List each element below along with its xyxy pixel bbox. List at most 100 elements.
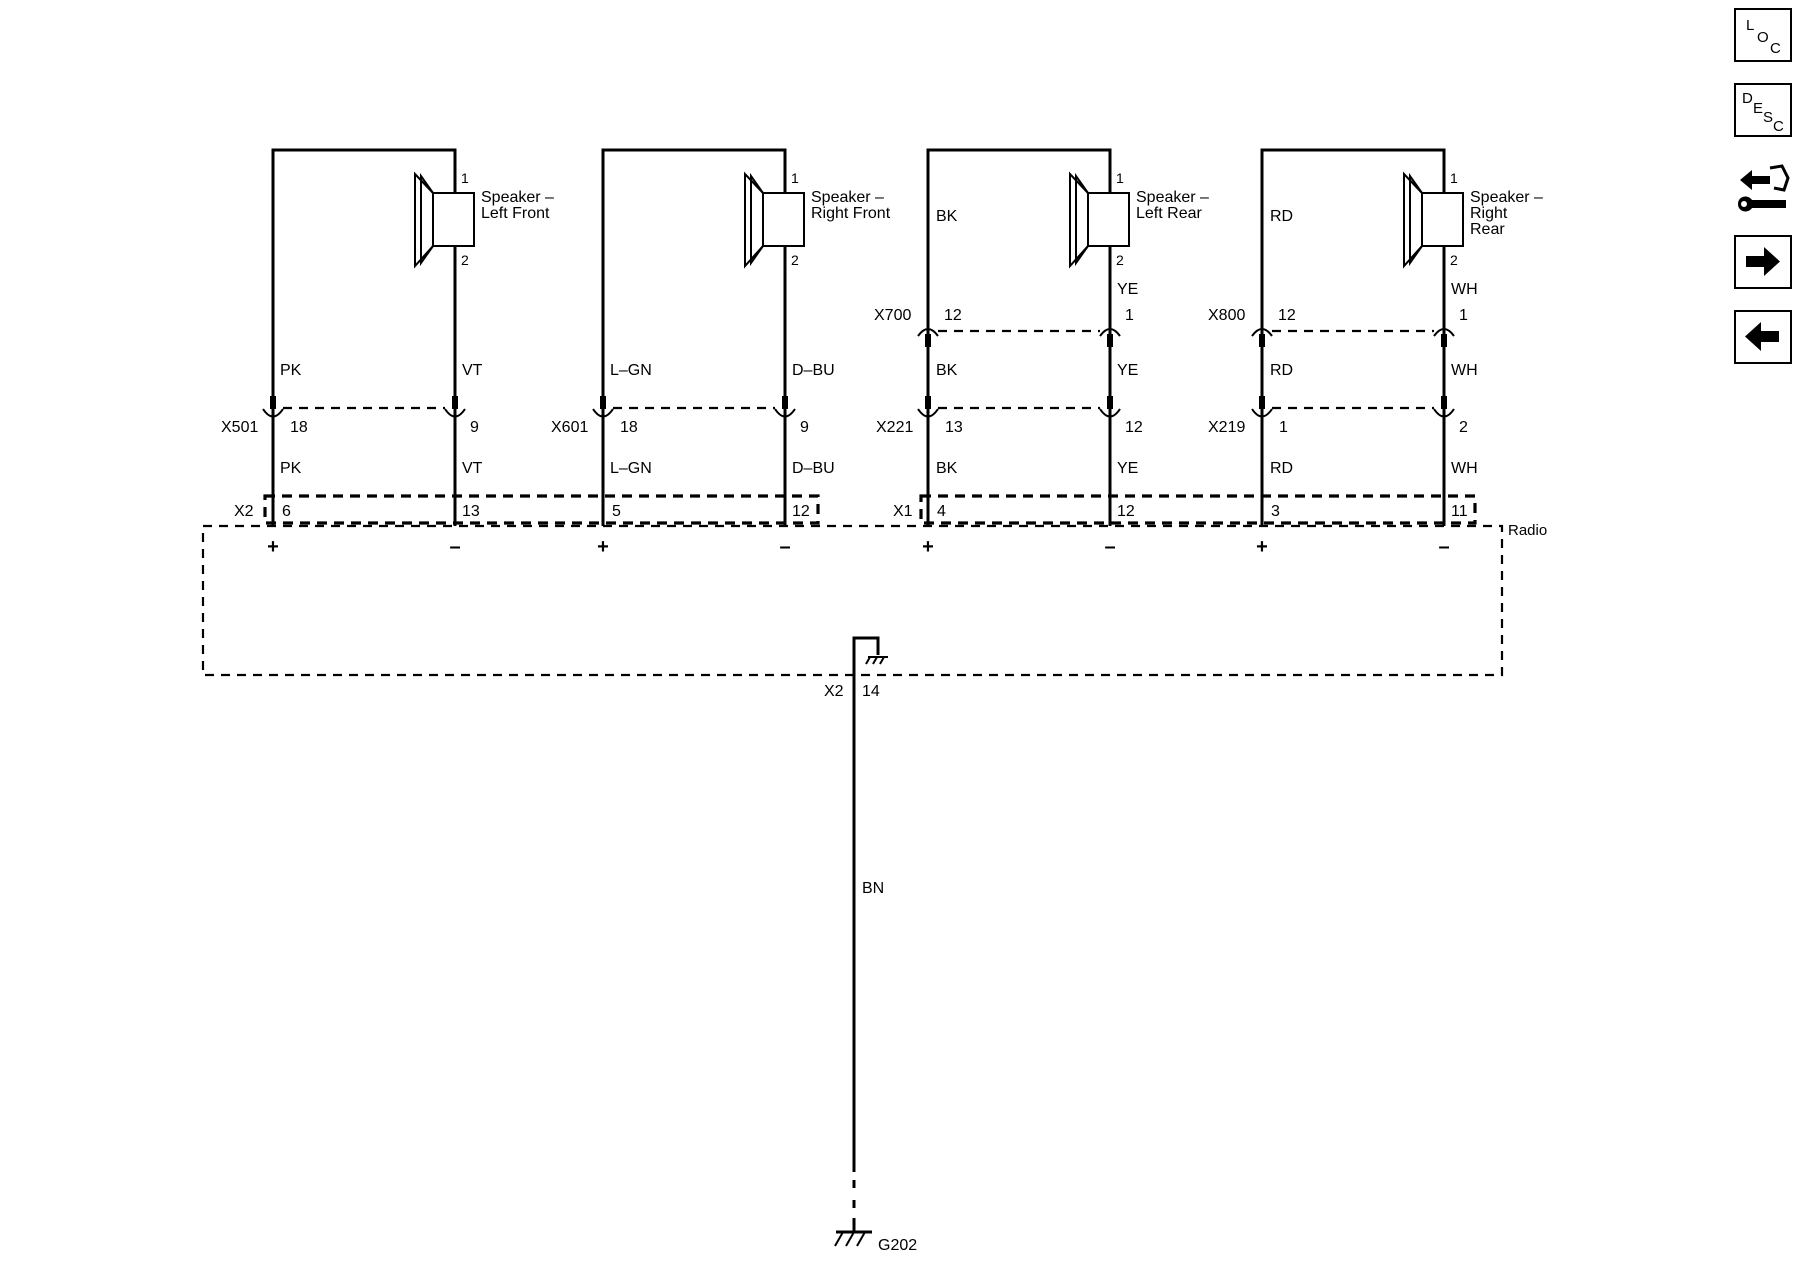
speaker-left-front-icon [414, 171, 475, 269]
speaker-right-front-pin-1: 1 [791, 170, 799, 186]
wire-color-lr-pos-upper: BK [936, 208, 958, 225]
ground-wire-color: BN [862, 880, 884, 897]
wire-color-rf-neg-mid: D–BU [792, 362, 835, 379]
connector-x800-symbol [1251, 328, 1455, 347]
polarity-rf-neg: – [779, 536, 790, 558]
connector-x700-label: X700 [874, 307, 911, 324]
desc-button[interactable]: D E S C [1734, 83, 1792, 137]
speaker-right-rear-name-line-2: Right [1470, 205, 1508, 222]
radio-pin-lr-neg: 12 [1117, 503, 1135, 520]
ground-point-label: G202 [878, 1237, 917, 1254]
connector-x501-symbol [262, 396, 466, 418]
connector-x219-label: X219 [1208, 419, 1245, 436]
radio-pin-rf-neg: 12 [792, 503, 810, 520]
wire-color-rr-neg-mid: WH [1451, 362, 1478, 379]
connector-x219-symbol [1251, 396, 1455, 418]
wire-color-lf-pos-mid: PK [280, 362, 302, 379]
radio-pin-lf-pos: 6 [282, 503, 291, 520]
wire-color-rr-pos-upper: RD [1270, 208, 1293, 225]
radio-pin-lf-neg: 13 [462, 503, 480, 520]
speaker-right-front-pin-2: 2 [791, 252, 799, 268]
wire-color-rr-pos-mid: RD [1270, 362, 1293, 379]
connector-x700-pin-neg: 1 [1125, 307, 1134, 324]
polarity-rf-pos: + [597, 536, 609, 558]
speaker-right-rear-name-line-3: Rear [1470, 221, 1505, 238]
arrow-right-icon [1746, 247, 1780, 276]
wire-color-lr-neg-mid: YE [1117, 362, 1138, 379]
radio-connector-x1-label: X1 [893, 503, 913, 520]
speaker-right-rear-pin-2: 2 [1450, 252, 1458, 268]
radio-connector-x2-label: X2 [234, 503, 254, 520]
connector-x221-symbol [917, 396, 1121, 418]
loc-button[interactable]: L O C [1734, 8, 1792, 62]
wire-color-lf-neg-lower: VT [462, 460, 483, 477]
inline-pin-rr-neg: 2 [1459, 419, 1468, 436]
previous-page-button[interactable] [1734, 310, 1792, 364]
inline-pin-lr-neg: 12 [1125, 419, 1143, 436]
inline-pin-lf-neg: 9 [470, 419, 479, 436]
arrow-left-icon [1745, 322, 1779, 351]
inline-pin-lf-pos: 18 [290, 419, 308, 436]
connector-x800-pin-pos: 12 [1278, 307, 1296, 324]
connector-x700-pin-pos: 12 [944, 307, 962, 324]
connector-x501-label: X501 [221, 419, 258, 436]
polarity-lf-pos: + [267, 536, 279, 558]
polarity-lf-neg: – [449, 536, 460, 558]
speaker-left-rear-name-line-1: Speaker – [1136, 189, 1209, 206]
desc-letter-c: C [1773, 118, 1784, 134]
connector-x601-symbol [592, 396, 796, 418]
connector-x800-label: X800 [1208, 307, 1245, 324]
radio-connector-x2-outline [263, 494, 820, 525]
ground-pin-label: 14 [862, 683, 880, 700]
circuit-left-front [271, 148, 457, 526]
wire-color-rf-neg-lower: D–BU [792, 460, 835, 477]
wire-color-rf-pos-mid: L–GN [610, 362, 652, 379]
loc-letter-c: C [1770, 40, 1781, 57]
speaker-left-front-name-line-1: Speaker – [481, 189, 554, 206]
polarity-lr-neg: – [1104, 536, 1115, 558]
speaker-right-front-name-line-1: Speaker – [811, 189, 884, 206]
speaker-left-front-name-line-2: Left Front [481, 205, 550, 222]
circuit-right-front [601, 148, 787, 526]
radio-pin-lr-pos: 4 [937, 503, 946, 520]
loc-letter-o: O [1757, 29, 1769, 46]
connector-x800-pin-neg: 1 [1459, 307, 1468, 324]
connector-x700-symbol [917, 328, 1121, 347]
connector-x601-label: X601 [551, 419, 588, 436]
inline-pin-rr-pos: 1 [1279, 419, 1288, 436]
connector-x221-label: X221 [876, 419, 913, 436]
speaker-right-front-name-line-2: Right Front [811, 205, 891, 222]
radio-pin-rr-neg: 11 [1451, 503, 1468, 520]
next-page-button[interactable] [1734, 235, 1792, 289]
radio-pin-rf-pos: 5 [612, 503, 621, 520]
inline-pin-rf-neg: 9 [800, 419, 809, 436]
wire-color-lf-pos-lower: PK [280, 460, 302, 477]
inline-pin-lr-pos: 13 [945, 419, 963, 436]
wire-color-rr-neg-lower: WH [1451, 460, 1478, 477]
ground-g202-icon [834, 1218, 872, 1247]
radio-pin-rr-pos: 3 [1271, 503, 1280, 520]
polarity-rr-neg: – [1438, 536, 1449, 558]
ground-circuit [852, 636, 888, 1214]
wire-color-rf-pos-lower: L–GN [610, 460, 652, 477]
loc-letter-l: L [1746, 17, 1754, 34]
speaker-left-rear-pin-2: 2 [1116, 252, 1124, 268]
radio-label: Radio [1508, 522, 1547, 539]
inline-pin-rf-pos: 18 [620, 419, 638, 436]
polarity-rr-pos: + [1256, 536, 1268, 558]
wire-color-lr-pos-mid: BK [936, 362, 958, 379]
speaker-right-rear-pin-1: 1 [1450, 170, 1458, 186]
speaker-left-front-pin-1: 1 [461, 170, 469, 186]
desc-letter-d: D [1742, 90, 1753, 107]
wire-color-rr-pos-lower: RD [1270, 460, 1293, 477]
wire-color-rr-neg-upper: WH [1451, 281, 1478, 298]
connector-wrench-icon[interactable] [1734, 160, 1792, 214]
speaker-right-rear-name-line-1: Speaker – [1470, 189, 1543, 206]
radio-connector-x1-outline [919, 494, 1477, 525]
speaker-left-rear-pin-1: 1 [1116, 170, 1124, 186]
speaker-left-front-pin-2: 2 [461, 252, 469, 268]
wire-color-lf-neg-mid: VT [462, 362, 483, 379]
desc-letter-e: E [1753, 100, 1763, 117]
wire-color-lr-neg-lower: YE [1117, 460, 1138, 477]
